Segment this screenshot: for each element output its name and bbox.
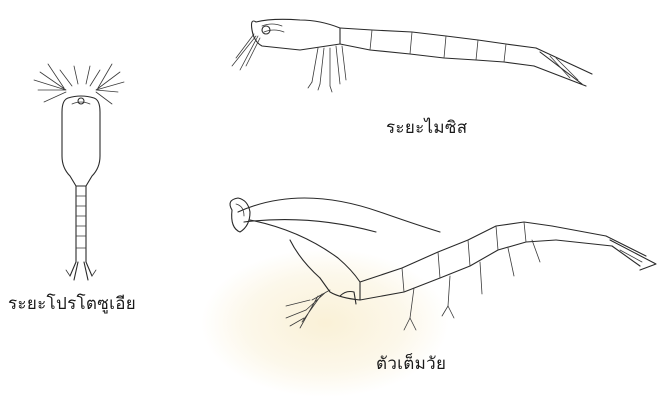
adult-drawing [230, 198, 656, 330]
protozoea-stage-label: ระยะโปรโตซูเอีย [8, 290, 136, 317]
adult-stage-label: ตัวเต็มวัย [376, 350, 446, 377]
drawings-canvas [0, 0, 659, 379]
mysis-stage-label: ระยะไมซิส [386, 114, 467, 141]
shrimp-life-stages-figure: ระยะไมซิส ระยะโปรโตซูเอีย ตัวเต็มวัย [0, 0, 659, 379]
protozoea-drawing [34, 64, 124, 280]
mysis-drawing [232, 19, 592, 92]
